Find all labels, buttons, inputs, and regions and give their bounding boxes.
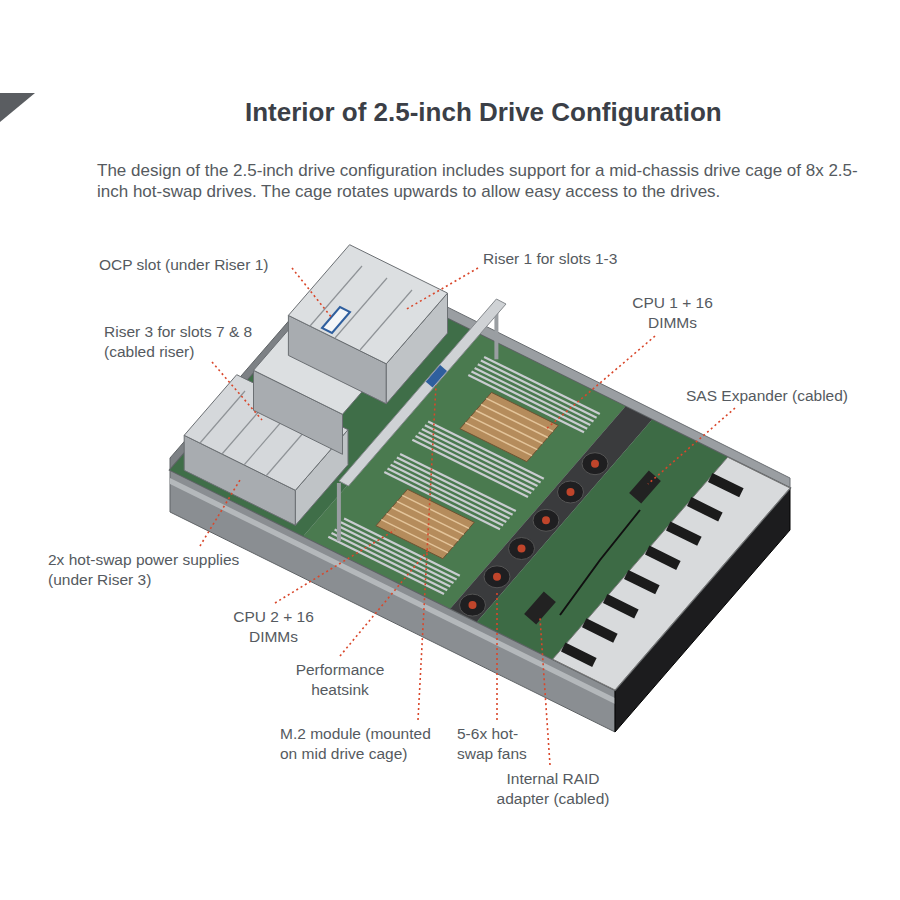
fin xyxy=(392,508,459,541)
drive xyxy=(605,599,636,614)
chassis-floor xyxy=(170,268,790,690)
fan xyxy=(582,453,608,475)
fan-hub xyxy=(518,545,526,553)
heatsink-fins xyxy=(465,398,553,455)
fan xyxy=(509,538,535,560)
cage-slots xyxy=(310,266,412,350)
fin xyxy=(471,417,538,450)
ocp-card xyxy=(322,307,350,333)
callout-label: M.2 module (mounted on mid drive cage) xyxy=(280,724,448,764)
fan-hub xyxy=(542,516,550,524)
leader-line xyxy=(648,408,735,484)
fin xyxy=(465,423,532,456)
callout-label: CPU 2 + 16 DIMMs xyxy=(226,607,321,647)
fan xyxy=(460,594,486,616)
leader-lines xyxy=(200,268,735,765)
fin xyxy=(397,501,464,534)
fin xyxy=(481,405,548,438)
heatsink-fins xyxy=(381,495,469,552)
callout-label: SAS Expander (cabled) xyxy=(686,386,886,406)
leader-line xyxy=(200,480,240,546)
caption: The design of the 2.5-inch drive configu… xyxy=(97,160,883,203)
drive xyxy=(626,574,657,589)
callout-label: 2x hot-swap power supplies (under Riser … xyxy=(48,550,248,590)
heatsink xyxy=(460,392,558,461)
drive xyxy=(584,623,615,638)
leader-line xyxy=(540,618,550,765)
leader-line xyxy=(292,268,332,318)
page-title: Interior of 2.5-inch Drive Configuration xyxy=(245,97,722,128)
leader-line xyxy=(340,548,430,656)
side-wall xyxy=(170,470,615,732)
callout-label: Riser 1 for slots 1-3 xyxy=(483,249,683,269)
leader-line xyxy=(212,362,262,420)
drive xyxy=(689,502,720,517)
leader-line xyxy=(418,385,436,720)
drive xyxy=(647,550,678,565)
drive xyxy=(710,477,741,492)
fin xyxy=(402,495,469,528)
m2-module xyxy=(426,365,447,388)
corner-mark xyxy=(0,93,35,122)
fan xyxy=(484,566,510,588)
drive xyxy=(563,647,594,662)
fan-hub xyxy=(591,460,599,468)
drive-bays xyxy=(563,477,741,662)
leader-line xyxy=(275,530,395,603)
fin xyxy=(476,411,543,444)
fan xyxy=(558,481,584,503)
slot xyxy=(360,290,412,350)
cage-post xyxy=(337,483,341,541)
heatsink xyxy=(376,489,474,558)
callout-label: Internal RAID adapter (cabled) xyxy=(488,769,618,809)
leader-line xyxy=(405,268,478,310)
riser-1-cage xyxy=(288,245,447,364)
leader-line xyxy=(545,336,655,430)
fan-hub xyxy=(567,488,575,496)
sas-expander xyxy=(629,470,661,503)
callout-label: Riser 3 for slots 7 & 8 (cabled riser) xyxy=(104,322,260,362)
fin xyxy=(486,398,553,431)
fin xyxy=(381,520,448,553)
fan-hub xyxy=(469,601,477,609)
drive-backplane xyxy=(553,457,790,690)
callout-label: Performance heatsink xyxy=(285,660,395,700)
fan-hub xyxy=(493,573,501,581)
fin xyxy=(387,514,454,547)
fan xyxy=(533,509,559,531)
leader-line xyxy=(496,592,498,720)
callout-label: CPU 1 + 16 DIMMs xyxy=(625,293,720,333)
callout-label: 5-6x hot-swap fans xyxy=(457,724,539,764)
drive xyxy=(668,526,699,541)
callout-label: OCP slot (under Riser 1) xyxy=(99,255,319,275)
